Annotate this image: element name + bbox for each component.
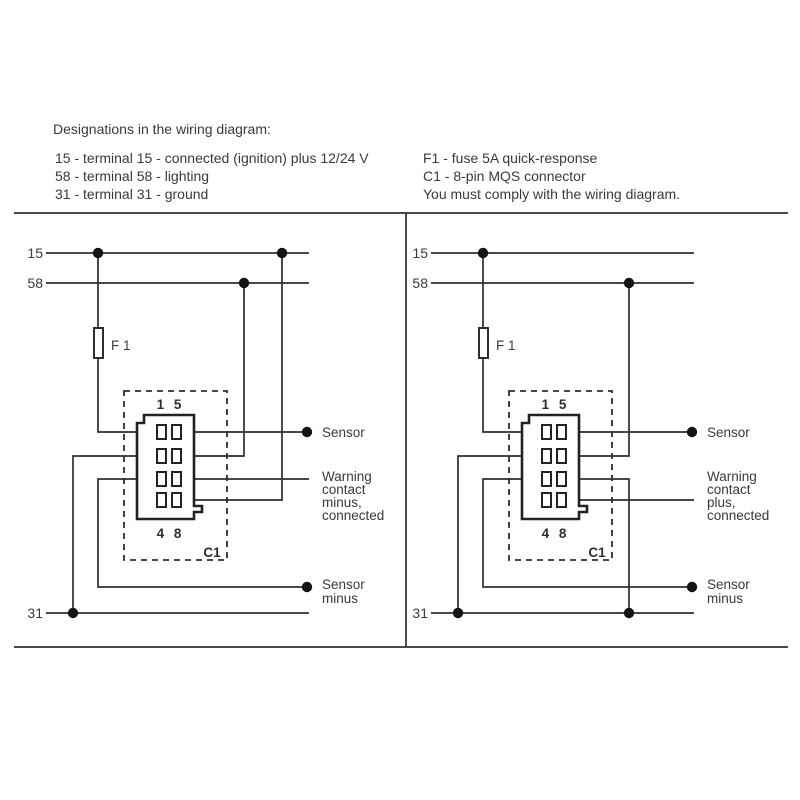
wire-pin6-58 — [181, 283, 245, 457]
wire-pin8-15 — [181, 253, 283, 501]
sensor-minus-label-line2: minus — [322, 591, 358, 606]
sensor-label: Sensor — [707, 425, 750, 440]
connector-c1-label: C1 — [588, 545, 606, 560]
sensor-minus-label-line1: Sensor — [707, 577, 750, 592]
legend-item-58: 58 - terminal 58 - lighting — [55, 168, 210, 185]
junction-dot — [452, 607, 464, 619]
sensor-minus-label-line1: Sensor — [322, 577, 365, 592]
terminal-15-label: 15 — [412, 245, 428, 261]
pin-7 — [556, 471, 567, 487]
sensor-terminal-dot — [301, 426, 313, 438]
pin-2 — [156, 448, 167, 464]
wire-pin2-ground — [457, 455, 542, 613]
connector-body — [135, 413, 204, 521]
sensor-terminal-dot — [686, 426, 698, 438]
warning-contact-label-line1: Warning — [322, 469, 372, 484]
pin-1 — [541, 424, 552, 440]
wire-pin3-sensor-minus — [482, 478, 692, 588]
pin-4 — [156, 492, 167, 508]
junction-dot — [623, 277, 635, 289]
legend-item-c1: C1 - 8-pin MQS connector — [423, 168, 586, 185]
wire-pin3-sensor-minus — [97, 478, 307, 588]
legend-item-f1: F1 - fuse 5A quick-response — [423, 150, 598, 166]
connector-c1-boundary — [123, 390, 228, 561]
warning-contact-label-line3: plus, — [707, 495, 736, 510]
fuse-f1-symbol — [478, 327, 489, 359]
pin-5 — [556, 424, 567, 440]
connector-c1-boundary — [508, 390, 613, 561]
pin-8 — [171, 492, 182, 508]
pin-4 — [541, 492, 552, 508]
diagram-left: 15 58 31 F 1 1 5 4 8 — [27, 245, 384, 621]
junction-dot — [477, 247, 489, 259]
warning-contact-label-line4: connected — [707, 508, 769, 523]
pin-6 — [556, 448, 567, 464]
terminal-15-label: 15 — [27, 245, 43, 261]
sensor-label: Sensor — [322, 425, 365, 440]
terminal-31-label: 31 — [412, 605, 428, 621]
junction-dot — [623, 607, 635, 619]
pin-row-top-label: 1 5 — [542, 397, 567, 412]
pin-8 — [556, 492, 567, 508]
pin-row-bottom-label: 4 8 — [157, 526, 182, 541]
sensor-minus-terminal-dot — [686, 581, 698, 593]
warning-contact-label-line3: minus, — [322, 495, 362, 510]
fuse-f1-label: F 1 — [111, 338, 131, 353]
connector-body — [520, 413, 589, 521]
pin-7 — [171, 471, 182, 487]
terminal-58-label: 58 — [412, 275, 428, 291]
pin-2 — [541, 448, 552, 464]
wire-pin2-ground — [72, 455, 157, 613]
legend-item-31: 31 - terminal 31 - ground — [55, 186, 209, 203]
pin-1 — [156, 424, 167, 440]
warning-contact-label-line4: connected — [322, 508, 384, 523]
pin-row-top-label: 1 5 — [157, 397, 182, 412]
fuse-f1-symbol — [93, 327, 104, 359]
pin-3 — [156, 471, 167, 487]
pin-row-bottom-label: 4 8 — [542, 526, 567, 541]
legend-terminals: 15 - terminal 15 - connected (ignition) … — [55, 149, 369, 204]
sensor-minus-terminal-dot — [301, 581, 313, 593]
pin-5 — [171, 424, 182, 440]
junction-dot — [92, 247, 104, 259]
diagram-right: 15 58 31 F 1 1 5 4 8 — [412, 245, 769, 621]
warning-contact-label-line1: Warning — [707, 469, 757, 484]
wire-pin6-58 — [566, 283, 630, 457]
wire-pin7-ground — [566, 478, 630, 613]
sensor-minus-label-line2: minus — [707, 591, 743, 606]
junction-dot — [67, 607, 79, 619]
pin-6 — [171, 448, 182, 464]
legend-item-note: You must comply with the wiring diagram. — [423, 186, 681, 203]
junction-dot — [238, 277, 250, 289]
terminal-58-label: 58 — [27, 275, 43, 291]
legend-components: F1 - fuse 5A quick-response C1 - 8-pin M… — [423, 149, 680, 204]
legend-title: Designations in the wiring diagram: — [53, 121, 271, 137]
legend-item-15: 15 - terminal 15 - connected (ignition) … — [55, 150, 369, 166]
warning-contact-label-line2: contact — [322, 482, 366, 497]
pin-3 — [541, 471, 552, 487]
fuse-f1-label: F 1 — [496, 338, 516, 353]
terminal-31-label: 31 — [27, 605, 43, 621]
connector-c1-label: C1 — [203, 545, 221, 560]
warning-contact-label-line2: contact — [707, 482, 751, 497]
junction-dot — [276, 247, 288, 259]
